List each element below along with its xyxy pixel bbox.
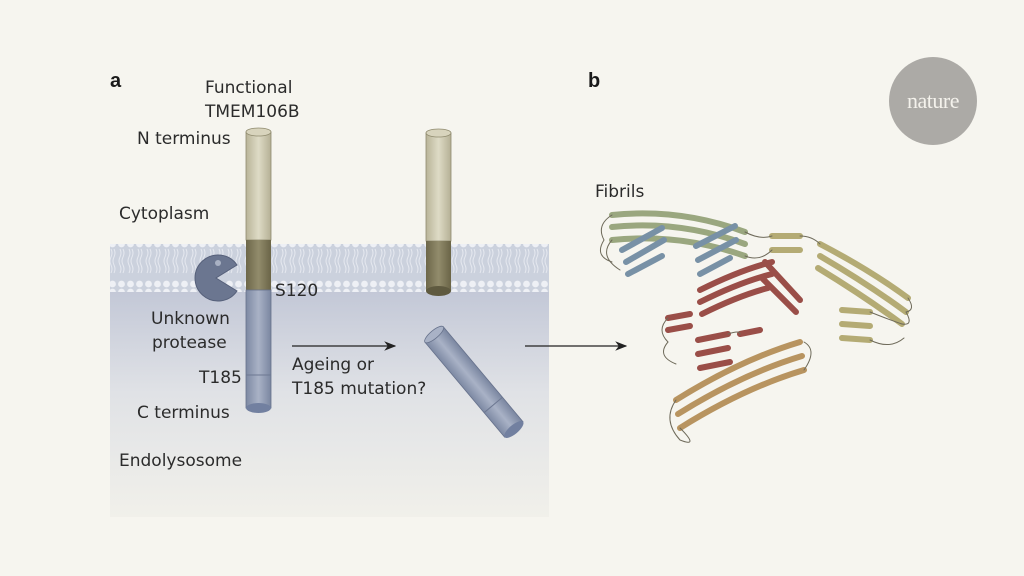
- functional-tmem106b-protein: [245, 127, 272, 413]
- fibril-green-strands: [609, 210, 748, 259]
- label-c-terminus: C terminus: [137, 403, 230, 423]
- protease-highlight: [215, 260, 221, 266]
- released-c-terminal-fragment: [424, 325, 524, 438]
- nature-logo: nature: [889, 57, 977, 145]
- label-unknown: Unknown: [151, 309, 230, 329]
- label-fibrils: Fibrils: [595, 182, 645, 202]
- endolysosome-region: [110, 292, 549, 517]
- label-endolysosome: Endolysosome: [119, 451, 243, 471]
- fibril-red-strands: [665, 259, 803, 371]
- fibril-tan-strands: [673, 339, 807, 431]
- protease-shape: [194, 254, 238, 302]
- title-tmem106b: TMEM106B: [205, 102, 300, 122]
- title-functional: Functional: [205, 78, 293, 98]
- label-s120: S120: [275, 281, 319, 301]
- membrane-bilayer: [110, 244, 549, 292]
- fibril-olive-strands: [769, 233, 911, 343]
- nature-logo-text: nature: [907, 88, 959, 113]
- panel-a-letter: a: [110, 70, 122, 92]
- label-t185: T185: [199, 368, 242, 388]
- fibril-loops: [599, 214, 912, 443]
- fibril-structure: [599, 210, 912, 443]
- label-n-terminus: N terminus: [137, 129, 231, 149]
- panel-b-letter: b: [588, 70, 601, 92]
- label-t185-mutation: T185 mutation?: [292, 379, 427, 399]
- cleaved-n-terminal-fragment: [425, 128, 452, 296]
- label-protease: protease: [152, 333, 227, 353]
- label-ageing: Ageing or: [292, 355, 374, 375]
- fibril-blue-strands: [619, 223, 739, 277]
- label-cytoplasm: Cytoplasm: [119, 204, 210, 224]
